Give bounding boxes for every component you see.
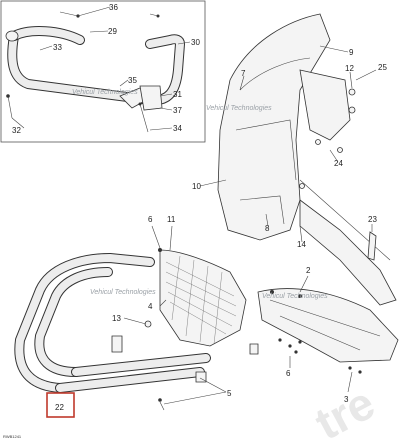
- callouts: 36 29 33 30 35 31 37 32 34 9 7 12 25 10 …: [12, 3, 387, 412]
- callout-37: 37: [173, 106, 182, 115]
- skid-plate-drawing: [257, 275, 399, 393]
- callout-9: 9: [349, 48, 354, 57]
- callout-33: 33: [53, 43, 62, 52]
- watermark-2: Vehicul Technologies: [206, 105, 272, 112]
- callout-8: 8: [265, 224, 270, 233]
- front-bumper-drawing: [14, 225, 259, 411]
- callout-5a: 11: [167, 215, 176, 224]
- watermark-1: Vehicul Technologies: [72, 89, 138, 96]
- callout-29: 29: [108, 27, 117, 36]
- callout-3: 3: [344, 395, 349, 404]
- callout-6b: 6: [286, 369, 291, 378]
- watermark-large: tre: [306, 376, 382, 441]
- callout-30: 30: [191, 38, 200, 47]
- callout-12: 12: [345, 64, 354, 73]
- inset-bumper-drawing: [5, 6, 191, 133]
- callout-2: 2: [306, 266, 311, 275]
- watermark-3: Vehicul Technologies: [90, 289, 156, 296]
- callout-36: 36: [109, 3, 118, 12]
- callout-13: 13: [112, 314, 121, 323]
- highlight-box-22: [46, 392, 75, 418]
- callout-32: 32: [12, 126, 21, 135]
- callout-24: 24: [334, 159, 343, 168]
- callout-22: 22: [55, 403, 64, 412]
- callout-31: 31: [173, 90, 182, 99]
- callout-11: 5: [227, 389, 232, 398]
- drawing-code: RWB1241: [3, 434, 22, 439]
- watermark-4: Vehicul Technologies: [262, 293, 328, 300]
- callout-6a: 6: [148, 215, 153, 224]
- callout-25: 25: [378, 63, 387, 72]
- inset-box: [0, 0, 206, 143]
- callout-7: 7: [241, 69, 246, 78]
- callout-34: 34: [173, 124, 182, 133]
- callout-4: 4: [148, 302, 153, 311]
- callout-35: 35: [128, 76, 137, 85]
- callout-14: 14: [297, 240, 306, 249]
- callout-10: 10: [192, 182, 201, 191]
- body-panel-drawing: [199, 13, 397, 306]
- callout-23: 23: [368, 215, 377, 224]
